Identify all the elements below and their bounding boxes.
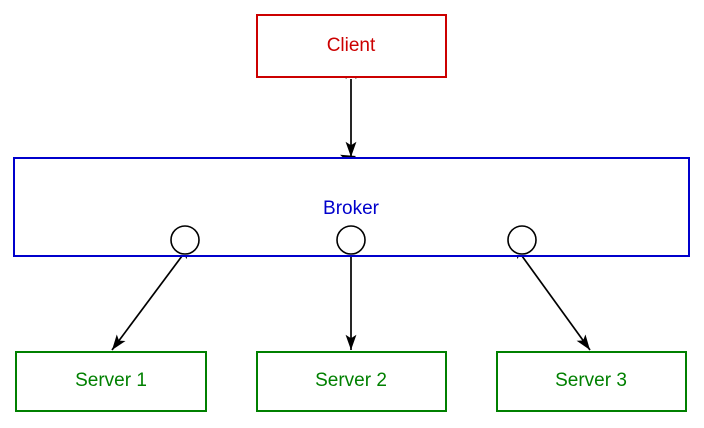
client-box[interactable] [256, 14, 447, 78]
edge-port-1-server-1 [111, 243, 192, 351]
server-1-box[interactable] [15, 351, 207, 412]
server-3-box[interactable] [496, 351, 687, 412]
server-2-box[interactable] [256, 351, 447, 412]
edge-port-3-server-3 [513, 243, 591, 351]
server-node-1[interactable]: Server 1 [15, 351, 207, 412]
server-2-label: Server 2 [315, 370, 387, 391]
client-node[interactable]: Client [256, 14, 447, 78]
server-node-2[interactable]: Server 2 [256, 351, 447, 412]
server-3-label: Server 3 [555, 370, 627, 391]
broker-port-2-circle[interactable] [336, 225, 366, 255]
broker-port-1-circle[interactable] [170, 225, 200, 255]
server-1-label: Server 1 [75, 370, 147, 391]
server-node-3[interactable]: Server 3 [496, 351, 687, 412]
broker-label: Broker [323, 198, 380, 219]
broker-ports [170, 225, 537, 255]
broker-port-3-circle[interactable] [507, 225, 537, 255]
client-label: Client [327, 35, 376, 56]
